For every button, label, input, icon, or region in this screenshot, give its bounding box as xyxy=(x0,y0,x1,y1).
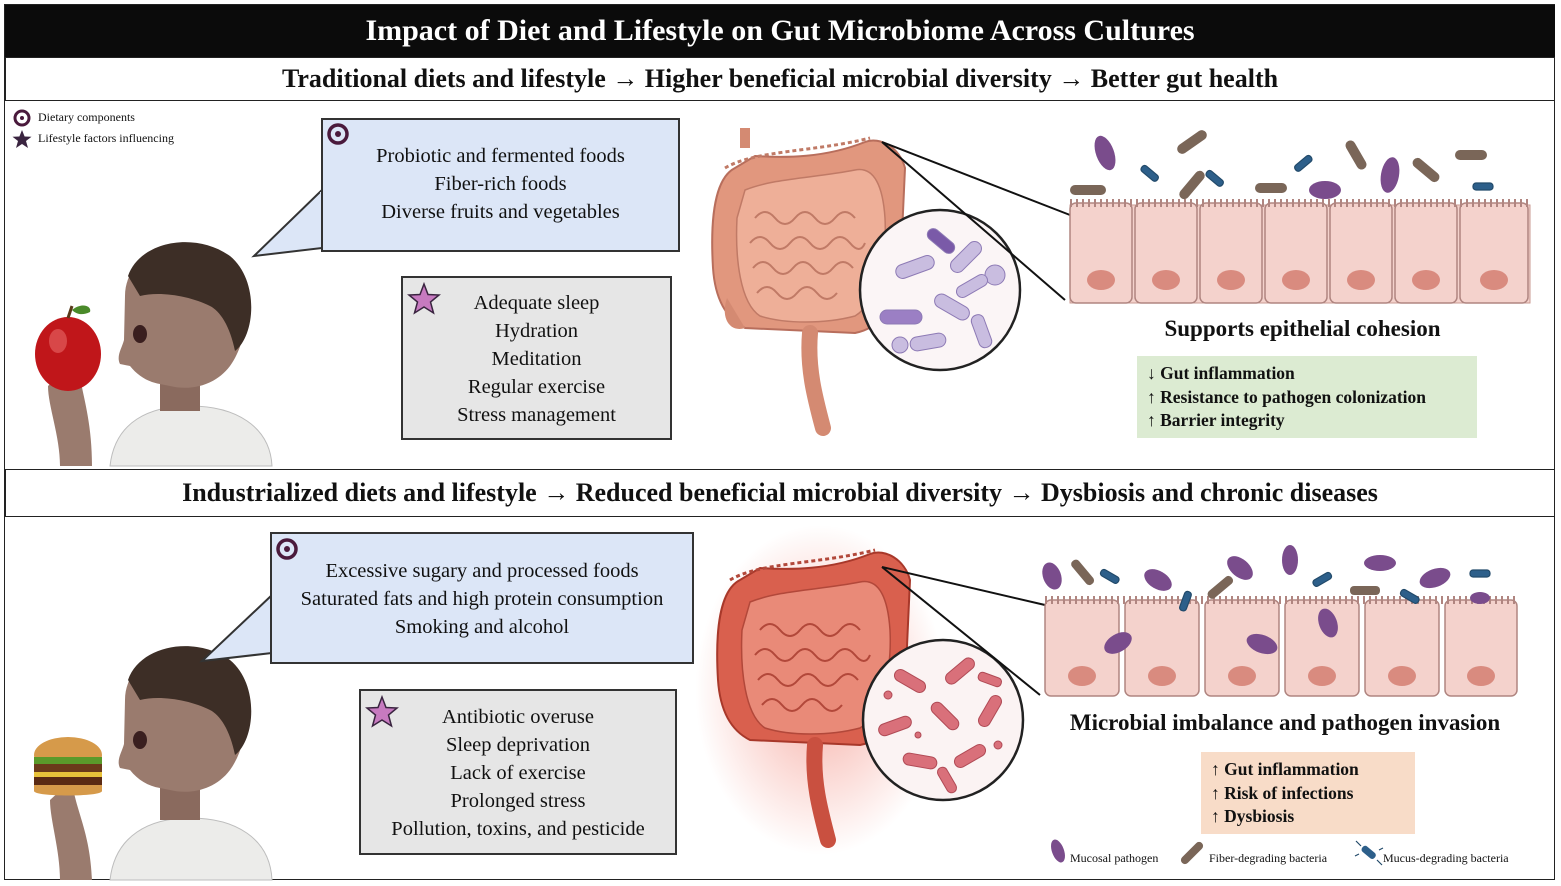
industrialized-effects-box: ↑ Gut inflammation ↑ Risk of infections … xyxy=(1201,752,1415,834)
lifestyle-item: Hydration xyxy=(494,320,579,342)
traditional-banner: Traditional diets and lifestyle → Higher… xyxy=(5,57,1555,101)
industrialized-panel-title: Microbial imbalance and pathogen invasio… xyxy=(1069,710,1501,735)
diet-item: Diverse fruits and vegetables xyxy=(381,201,620,223)
lifestyle-item: Antibiotic overuse xyxy=(441,706,594,728)
mucosal-pathogen-icon xyxy=(1051,839,1065,863)
legend-mucus-label: Mucus-degrading bacteria xyxy=(1383,851,1509,865)
effect-item: ↓ Gut inflammation xyxy=(1147,363,1295,383)
speech-bubble-tail xyxy=(199,592,274,663)
effect-item: ↑ Dysbiosis xyxy=(1211,806,1295,826)
legend-lifestyle-label: Lifestyle factors influencing xyxy=(38,131,174,145)
diet-item: Fiber-rich foods xyxy=(434,173,567,195)
speech-bubble-tail xyxy=(251,187,324,258)
zoom-connector-lines xyxy=(881,566,1046,696)
person-eating-apple-illustration xyxy=(35,242,273,467)
traditional-effects-box: ↓ Gut inflammation ↑ Resistance to patho… xyxy=(1137,356,1477,438)
effect-item: ↑ Barrier integrity xyxy=(1147,410,1285,430)
industrialized-banner: Industrialized diets and lifestyle → Red… xyxy=(5,469,1555,517)
zoom-connector-lines xyxy=(881,141,1071,301)
dietary-ring-icon xyxy=(13,109,31,127)
lifestyle-item: Stress management xyxy=(457,404,616,426)
figure-frame xyxy=(4,4,1555,880)
effect-item: ↑ Risk of infections xyxy=(1211,782,1354,803)
traditional-diet-box: Probiotic and fermented foods Fiber-rich… xyxy=(321,118,680,252)
figure-title: Impact of Diet and Lifestyle on Gut Micr… xyxy=(5,5,1555,57)
legend-mucosal-label: Mucosal pathogen xyxy=(1070,851,1159,865)
legend-dietary-label: Dietary components xyxy=(38,110,135,124)
industrialized-diet-box: Excessive sugary and processed foods Sat… xyxy=(270,532,694,664)
dietary-ring-icon xyxy=(327,123,349,145)
dysbiotic-microbiota-zoom-circle xyxy=(861,638,1025,802)
fiber-degrading-bacteria-icon xyxy=(1180,841,1204,865)
lifestyle-item: Sleep deprivation xyxy=(445,734,591,756)
lifestyle-star-icon xyxy=(407,281,441,315)
healthy-microbiota-zoom-circle xyxy=(858,208,1022,372)
lifestyle-star-icon xyxy=(12,130,32,148)
mucus-degrading-bacteria-icon xyxy=(1354,840,1384,866)
diet-item: Excessive sugary and processed foods xyxy=(325,560,639,582)
effect-item: ↑ Gut inflammation xyxy=(1211,759,1359,779)
lifestyle-star-icon xyxy=(365,694,399,728)
lifestyle-item: Regular exercise xyxy=(467,376,606,398)
person-eating-burger-illustration xyxy=(34,646,273,881)
lifestyle-item: Adequate sleep xyxy=(473,292,600,314)
diet-item: Probiotic and fermented foods xyxy=(376,145,625,167)
diet-item: Saturated fats and high protein consumpt… xyxy=(300,588,664,610)
industrialized-lifestyle-box: Antibiotic overuse Sleep deprivation Lac… xyxy=(359,689,677,855)
traditional-lifestyle-box: Adequate sleep Hydration Meditation Regu… xyxy=(401,276,672,440)
dysbiotic-epithelium-illustration xyxy=(1042,545,1518,697)
effect-item: ↑ Resistance to pathogen colonization xyxy=(1147,386,1427,407)
legend-fiber-label: Fiber-degrading bacteria xyxy=(1209,851,1328,865)
diet-item: Smoking and alcohol xyxy=(394,616,570,638)
lifestyle-item: Pollution, toxins, and pesticide xyxy=(391,818,645,840)
lifestyle-item: Meditation xyxy=(491,348,582,370)
healthy-epithelium-illustration xyxy=(1069,130,1531,304)
traditional-panel-title: Supports epithelial cohesion xyxy=(1164,316,1441,341)
lifestyle-item: Lack of exercise xyxy=(450,762,586,784)
lifestyle-item: Prolonged stress xyxy=(450,790,586,812)
dietary-ring-icon xyxy=(276,538,298,560)
healthy-intestine-illustration xyxy=(711,128,907,436)
